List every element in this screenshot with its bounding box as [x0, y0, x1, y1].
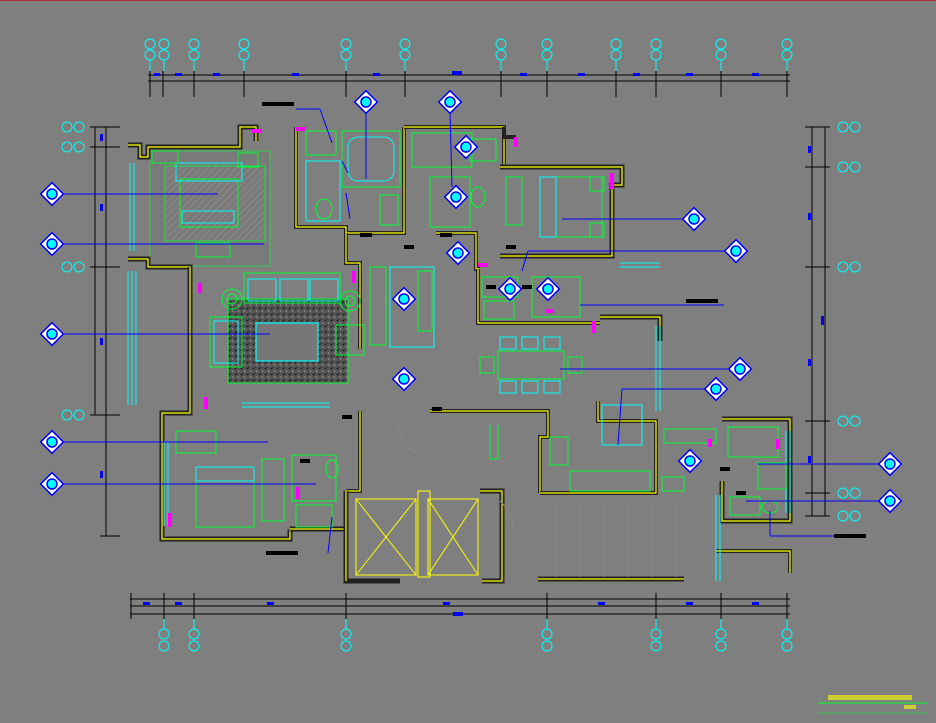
bottom-dimension-line: [130, 598, 790, 615]
top-dimension-line: [148, 74, 790, 82]
right-axis-bubbles: [837, 121, 861, 522]
bottom-dimension-markers: [143, 602, 759, 616]
title-block: [818, 695, 928, 714]
leader-lines: [62, 108, 880, 554]
left-axis-bubbles: [61, 121, 85, 421]
walls: [128, 124, 793, 584]
door-marks: [168, 127, 780, 527]
top-dimension-markers: [154, 71, 759, 76]
floor-areas: [149, 150, 349, 384]
windows: [127, 163, 791, 581]
label-bars: [262, 102, 866, 555]
right-dimension-markers: [808, 146, 824, 463]
top-dimension-ticks: [149, 71, 788, 97]
right-dimension-line: [805, 126, 830, 517]
furniture: [151, 130, 787, 578]
bottom-dimension-ticks: [130, 593, 788, 619]
index-markers: [39, 89, 903, 514]
bottom-axis-bubbles: [158, 619, 793, 652]
top-axis-bubbles: [144, 38, 793, 71]
left-dimension-markers: [100, 134, 103, 478]
left-dimension-line: [90, 126, 120, 537]
